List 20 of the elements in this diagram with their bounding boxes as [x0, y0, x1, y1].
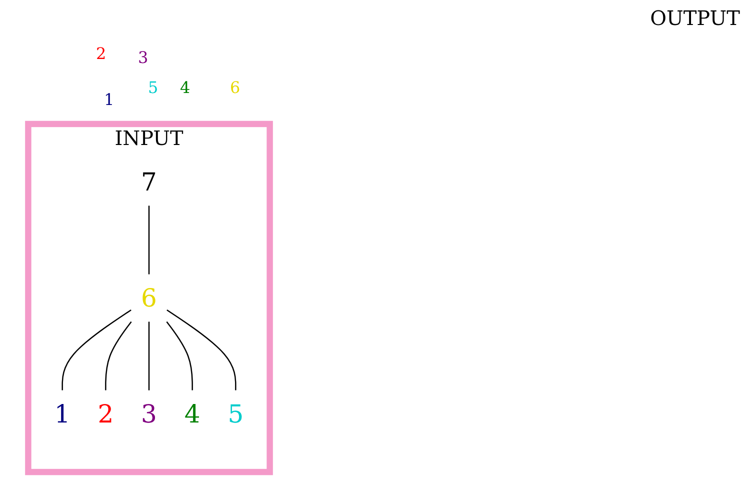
connector [62, 309, 132, 390]
connector [166, 309, 236, 390]
node-text: 4 [184, 399, 200, 429]
number-label: 3 [138, 48, 148, 67]
section-heading: OUTPUT [650, 6, 740, 30]
node-text: 3 [141, 399, 157, 429]
connector [166, 321, 193, 390]
node-text: 6 [141, 283, 157, 313]
node-text: 1 [54, 399, 70, 429]
number-label: 2 [96, 44, 106, 63]
node-text: 2 [98, 399, 114, 429]
number-label: 1 [104, 90, 114, 109]
node-text: 7 [141, 167, 157, 197]
number-label: 6 [230, 78, 240, 97]
number-label: 4 [180, 78, 190, 97]
number-label: 5 [148, 78, 158, 97]
node-text: 5 [228, 399, 244, 429]
connector [148, 206, 150, 274]
connector [148, 322, 150, 390]
connector [105, 321, 132, 390]
